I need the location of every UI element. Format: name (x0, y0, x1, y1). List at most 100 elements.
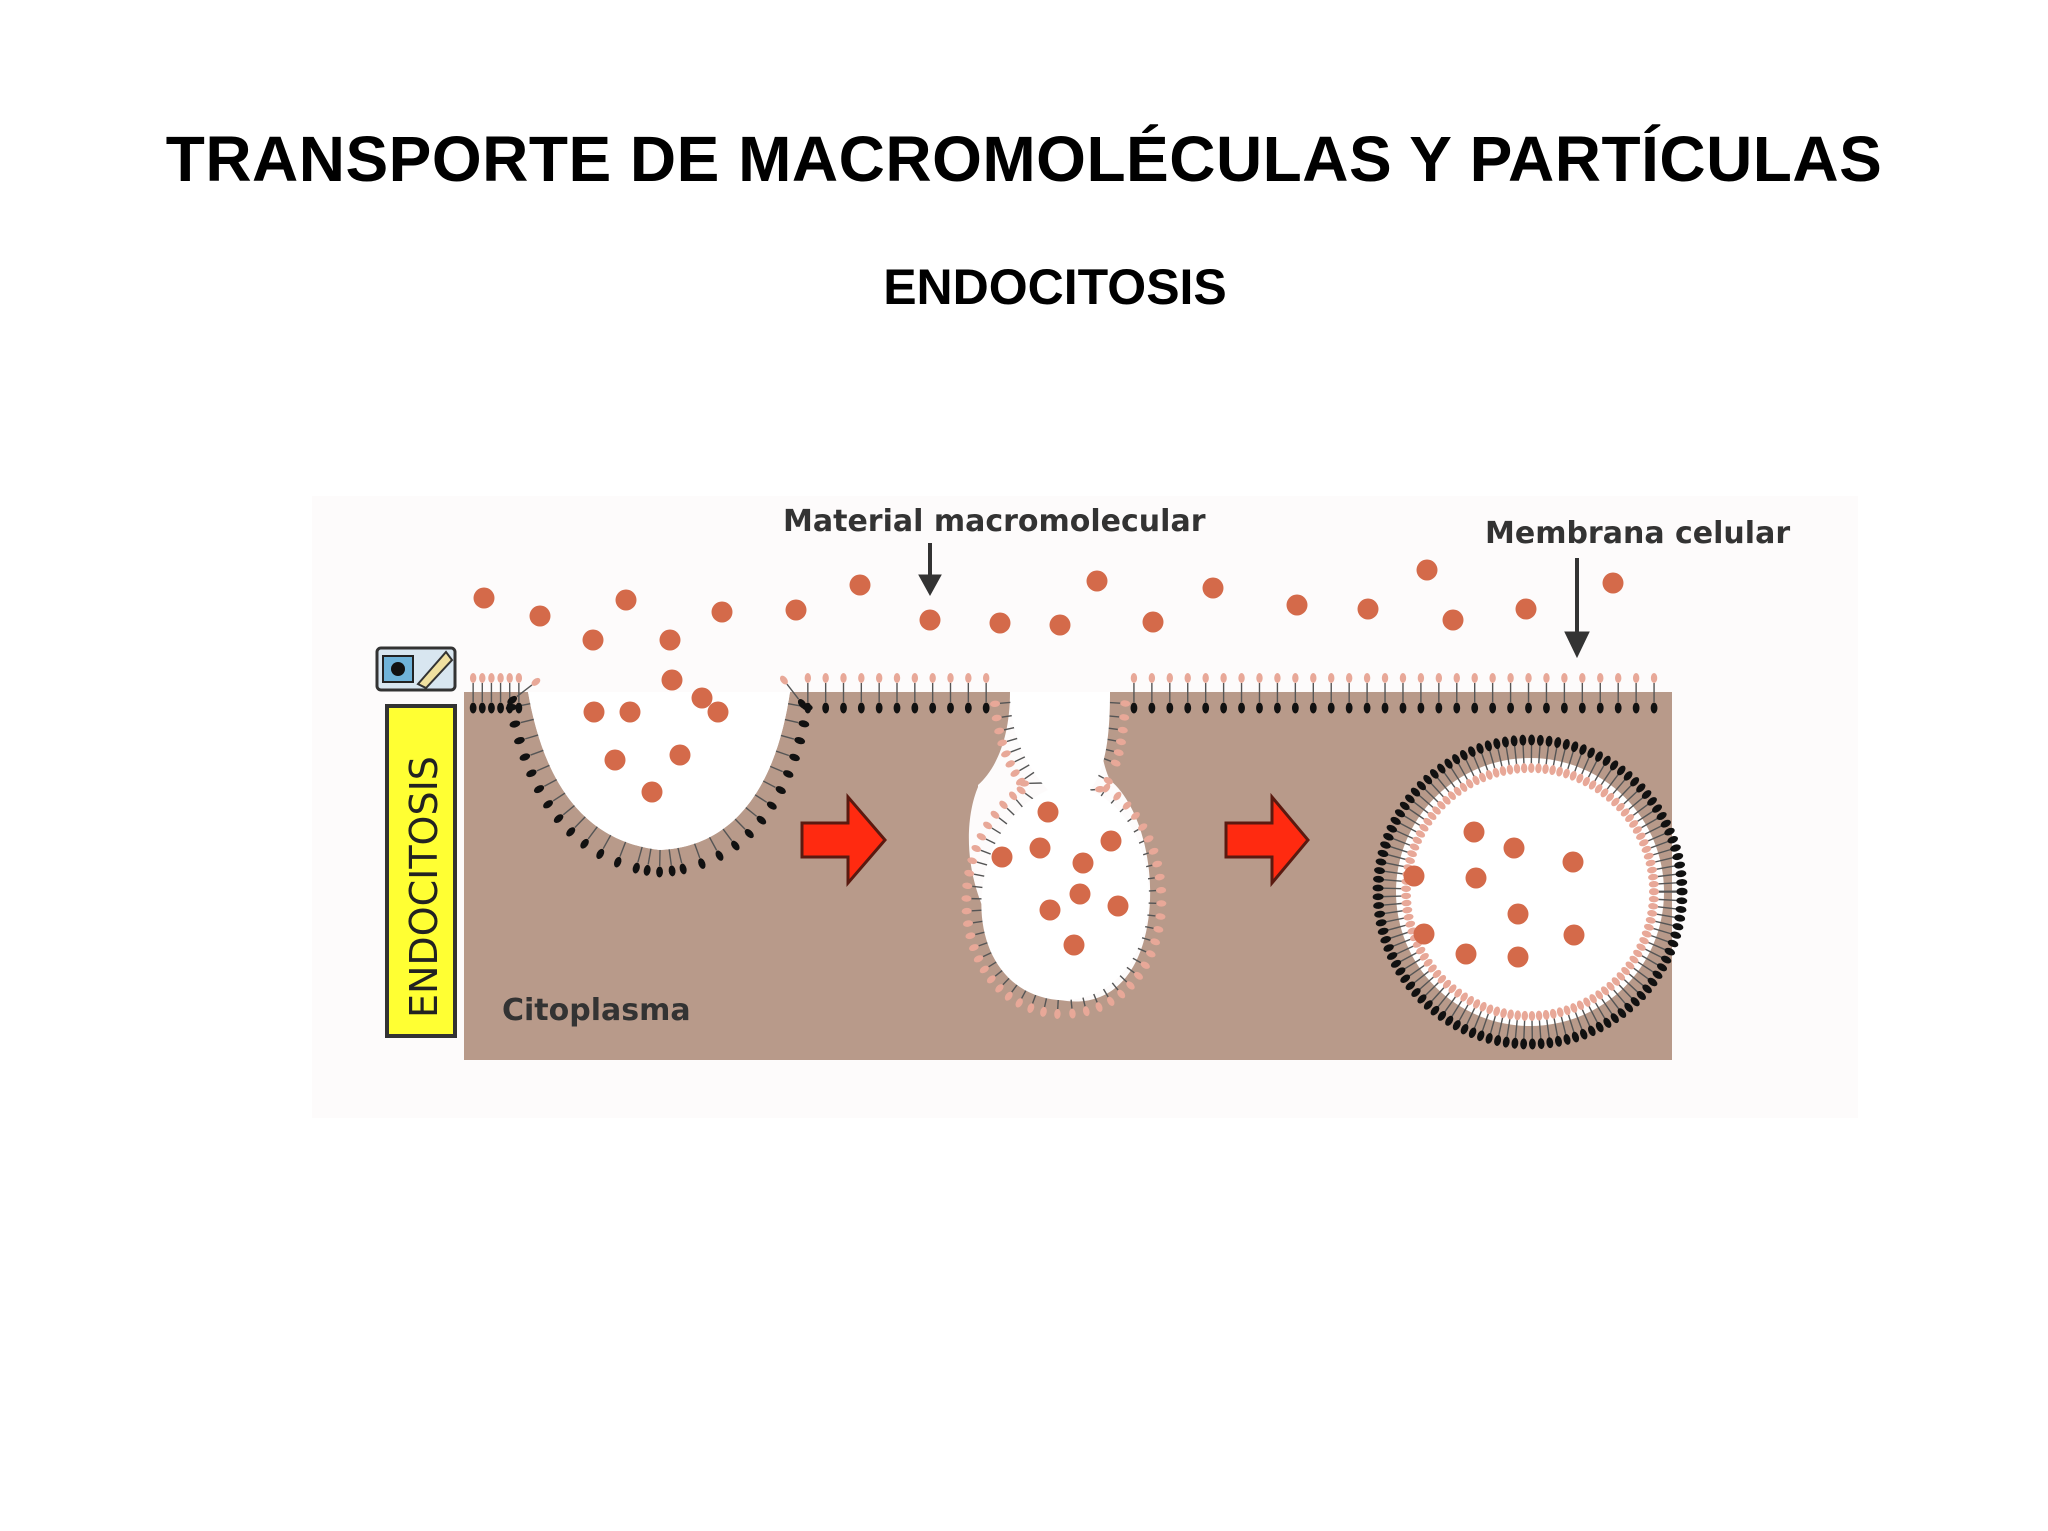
particle-dot (1202, 577, 1224, 599)
lipid-head-outer (1146, 950, 1156, 958)
right-arrow-icon (800, 792, 887, 888)
lipid-head-outer (1465, 779, 1474, 789)
lipid-tail (1644, 825, 1662, 836)
lipid-head-outer (1401, 892, 1412, 900)
label-cell-membrane: Membrana celular (1485, 516, 1790, 551)
lipid-head-inner (1545, 735, 1553, 747)
lipid-head-outer (1549, 765, 1556, 776)
lipid-head-outer (1589, 994, 1597, 1004)
lipid-head-inner (509, 720, 521, 728)
lipid-tail (1458, 1003, 1469, 1022)
lipid-tail (1390, 931, 1409, 939)
lipid-head-outer (1543, 673, 1550, 683)
lipid-tail (516, 684, 533, 698)
lipid-tail (1652, 848, 1671, 856)
lipid-head-outer (1506, 764, 1514, 775)
lipid-head-outer (1460, 992, 1468, 1002)
lipid-head-outer (1120, 700, 1131, 707)
lipid-head-outer (1525, 673, 1532, 683)
lipid-head-outer (1453, 786, 1462, 796)
lipid-head-inner (947, 702, 954, 714)
lipid-head-outer (1432, 806, 1441, 815)
lipid-head-outer (1432, 969, 1442, 979)
lipid-head-outer (1647, 910, 1658, 917)
lipid-head-outer (1485, 770, 1493, 780)
particle-dot (1029, 837, 1051, 859)
lipid-head-outer (497, 673, 504, 683)
lipid-head-inner (469, 702, 477, 714)
lipid-head-outer (1310, 673, 1317, 683)
lipid-tail (1393, 938, 1412, 947)
lipid-head-outer (1507, 1009, 1514, 1020)
lipid-head-inner (1609, 760, 1619, 771)
lipid-tail (1622, 790, 1638, 805)
lipid-head-inner (1528, 734, 1535, 746)
lipid-tail (1413, 970, 1430, 984)
lipid-head-inner (1410, 787, 1421, 797)
lipid-head-outer (1625, 961, 1635, 970)
lipid-head-inner (1405, 981, 1416, 991)
lipid-head-outer (1520, 763, 1528, 774)
lipid-head-outer (1563, 768, 1570, 779)
lipid-head-inner (1435, 702, 1443, 714)
particle-dot (619, 701, 641, 723)
lipid-head-inner (1650, 702, 1658, 714)
lipid-head-inner (1660, 955, 1672, 964)
lipid-head-inner (1578, 702, 1586, 714)
particle-dot (1357, 598, 1379, 620)
lipid-head-outer (994, 727, 1005, 735)
lipid-head-inner (656, 866, 663, 878)
particle-dot (669, 744, 691, 766)
lipid-head-outer (1005, 760, 1015, 768)
lipid-tail (1497, 748, 1503, 768)
lipid-tail (1612, 988, 1627, 1005)
side-tab-label: ENDOCITOSIS (402, 756, 446, 1018)
particle-dot (1442, 609, 1464, 631)
lipid-head-inner (1309, 702, 1317, 714)
lipid-head-outer (1588, 780, 1597, 790)
lipid-tail (637, 843, 644, 863)
lipid-head-inner (514, 736, 525, 745)
lipid-tail (1481, 1012, 1490, 1032)
lipid-head-inner (1652, 970, 1663, 979)
lipid-tail (1392, 837, 1411, 847)
lipid-head-outer (1479, 1002, 1487, 1012)
lipid-head-inner (1587, 747, 1595, 759)
lipid-head-outer (1641, 845, 1652, 853)
lipid-head-outer (1645, 916, 1656, 924)
lipid-head-outer (1435, 673, 1443, 683)
lipid-head-inner (1562, 738, 1570, 750)
lipid-head-inner (698, 858, 706, 869)
lipid-head-outer (1405, 920, 1416, 928)
lipid-head-outer (1001, 750, 1011, 758)
lipid-head-outer (875, 673, 883, 683)
lipid-head-inner (1375, 919, 1387, 927)
lipid-head-inner (1430, 1005, 1440, 1016)
lipid-head-outer (969, 944, 979, 951)
side-tab-endocitosis[interactable]: ENDOCITOSIS (385, 704, 457, 1038)
lipid-tail (1465, 759, 1475, 778)
lipid-head-outer (990, 810, 1000, 819)
lipid-head-inner (1429, 769, 1439, 779)
lipid-head-inner (1667, 939, 1679, 948)
lipid-head-inner (1485, 1033, 1493, 1044)
lipid-head-outer (947, 673, 954, 683)
lipid-head-inner (1274, 702, 1281, 714)
lipid-tail (1387, 854, 1407, 861)
lipid-head-outer (1514, 1010, 1521, 1021)
lipid-head-inner (1670, 844, 1681, 852)
lipid-head-outer (1542, 1009, 1550, 1020)
lipid-head-inner (1417, 702, 1425, 714)
lipid-tail (1606, 993, 1620, 1010)
lipid-head-inner (1616, 765, 1626, 776)
lipid-head-inner (1445, 1015, 1454, 1026)
lipid-head-inner (507, 695, 517, 705)
lipid-head-inner (715, 850, 724, 861)
particle-dot (989, 612, 1011, 634)
camera-photo-icon[interactable] (375, 646, 457, 692)
lipid-head-inner (1596, 702, 1604, 714)
lipid-head-outer (1238, 673, 1245, 683)
lipid-head-outer (1103, 776, 1113, 785)
lipid-tail (1457, 763, 1469, 781)
particle-dot (615, 589, 637, 611)
